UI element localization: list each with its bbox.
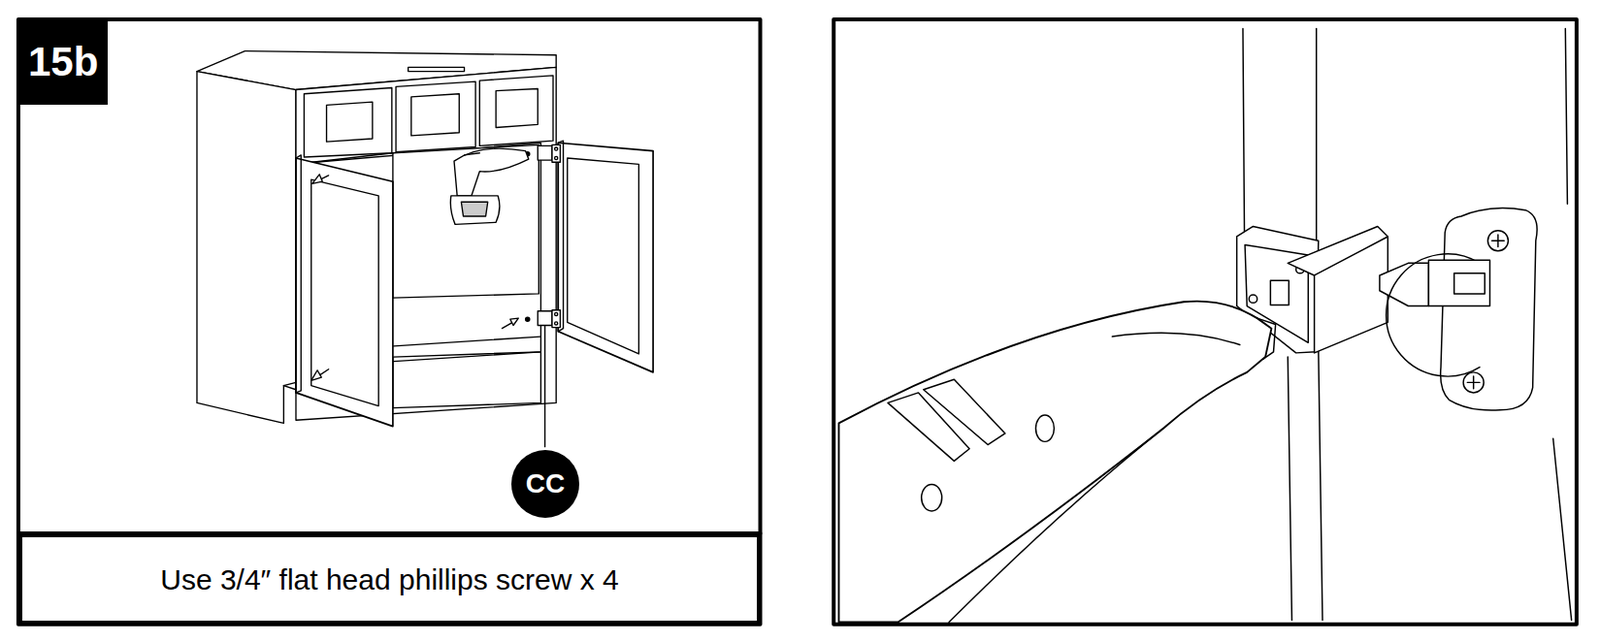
label-text: Use 3/4″ flat head phillips screw x 4 bbox=[160, 563, 620, 596]
step-number: 15b bbox=[18, 19, 108, 105]
panel-frame bbox=[18, 19, 761, 625]
cabinet-drawing bbox=[196, 51, 654, 448]
label-text: 15b bbox=[28, 39, 98, 85]
panel-frame bbox=[833, 19, 1577, 625]
callout-circle: CC bbox=[511, 450, 580, 519]
instruction-box: Use 3/4″ flat head phillips screw x 4 bbox=[18, 533, 761, 625]
hinge-closeup bbox=[838, 28, 1571, 622]
leader-line bbox=[544, 326, 546, 448]
label-text: CC bbox=[525, 469, 565, 500]
